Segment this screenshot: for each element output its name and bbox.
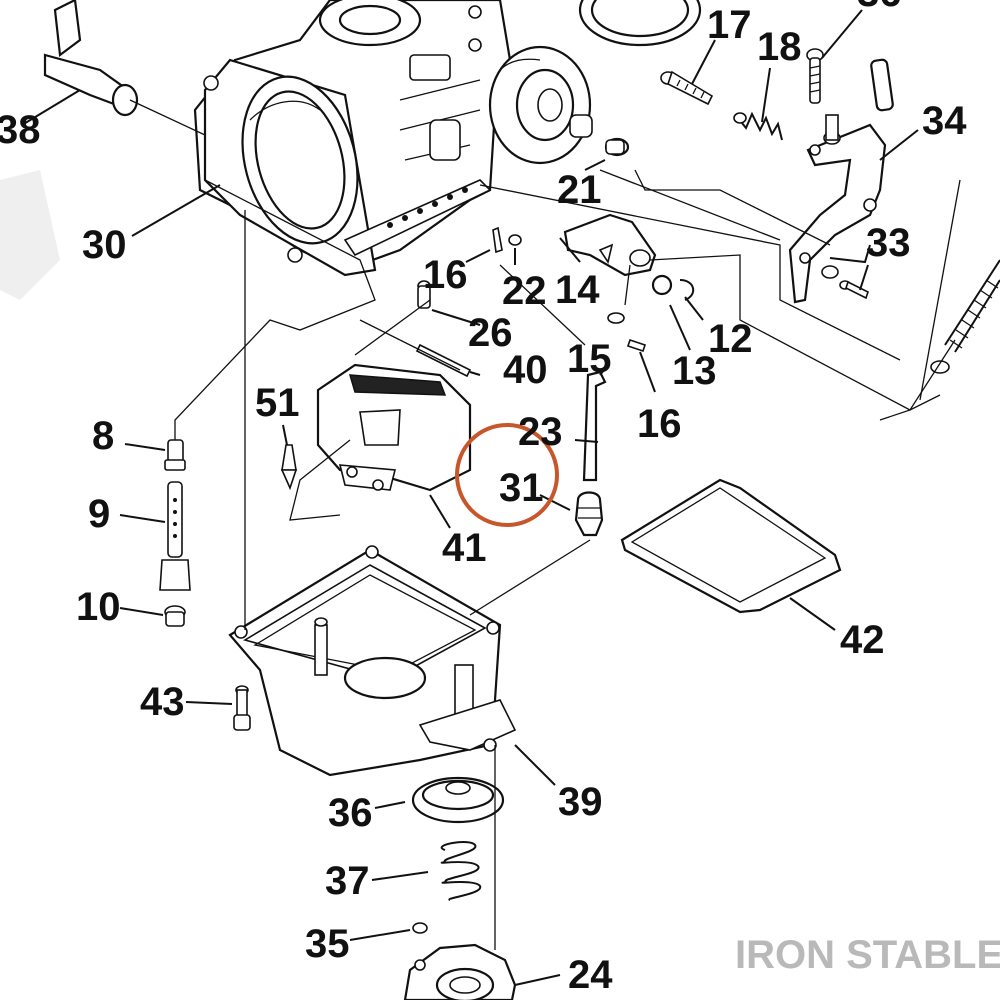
boot-31-drawing — [574, 491, 604, 537]
right-spring-drawing — [930, 259, 1000, 374]
diaphragm-36-drawing — [411, 776, 505, 824]
leader-lines — [21, 9, 919, 986]
label-42: 42 — [840, 618, 885, 662]
label-51: 51 — [255, 381, 300, 425]
washer-22-drawing — [508, 234, 522, 246]
label-36-lower: 36 — [328, 791, 373, 835]
label-23: 23 — [518, 410, 563, 454]
label-8: 8 — [92, 414, 114, 458]
washer-13-drawing — [651, 274, 673, 296]
lever-14-drawing — [563, 213, 657, 277]
part-labels: 38 30 17 18 36 34 21 33 16 22 14 26 12 4… — [0, 0, 967, 997]
label-41: 41 — [442, 526, 487, 570]
background-watermark-shape — [0, 170, 60, 300]
small-washer-drawing — [607, 312, 625, 324]
label-35: 35 — [305, 922, 350, 966]
tube-23-drawing — [582, 370, 607, 482]
label-13: 13 — [672, 349, 717, 393]
screw-43-drawing — [233, 685, 251, 731]
label-38: 38 — [0, 108, 41, 152]
label-31: 31 — [499, 466, 544, 510]
label-16-top: 16 — [423, 253, 468, 297]
watermark-text: IRON STABLE — [735, 933, 1000, 977]
label-36-top: 36 — [857, 0, 902, 15]
label-37: 37 — [325, 859, 370, 903]
washer-35-drawing — [412, 922, 428, 934]
label-17: 17 — [707, 3, 752, 47]
float-bowl-39-drawing — [228, 545, 517, 777]
label-10: 10 — [76, 585, 121, 629]
clip-12-drawing — [679, 279, 695, 301]
label-30: 30 — [82, 223, 127, 267]
label-9: 9 — [88, 492, 110, 536]
needle-51-drawing — [280, 444, 298, 491]
label-43: 43 — [140, 680, 185, 724]
cover-24-drawing — [403, 943, 517, 1000]
label-33: 33 — [866, 221, 911, 265]
label-15: 15 — [567, 337, 612, 381]
highlight-circle — [455, 423, 559, 527]
bushing-drawing — [604, 137, 630, 157]
float-41-drawing — [316, 363, 472, 492]
label-14: 14 — [555, 268, 600, 312]
label-22: 22 — [502, 269, 547, 313]
screw-17-drawing — [660, 70, 714, 106]
washer-screw-33-drawing — [821, 265, 869, 300]
label-12: 12 — [708, 317, 753, 361]
carburetor-body-drawing — [193, 0, 512, 277]
cotter-pin-drawing — [492, 226, 503, 254]
label-16-lower: 16 — [637, 402, 682, 446]
label-21: 21 — [557, 168, 602, 212]
rod-40-drawing — [415, 343, 472, 378]
spring-18-drawing — [733, 111, 783, 141]
jet-26-drawing — [417, 280, 431, 309]
label-24: 24 — [568, 953, 613, 997]
jet-stack-drawing — [159, 439, 191, 627]
pump-cover-drawing — [488, 45, 593, 165]
spring-37-drawing — [440, 841, 482, 901]
label-39: 39 — [558, 780, 603, 824]
pin-16-drawing — [626, 338, 647, 353]
label-26: 26 — [468, 311, 513, 355]
label-40: 40 — [503, 348, 548, 392]
lever-arm-drawing — [43, 0, 139, 117]
assembly-guide-lines — [129, 99, 961, 950]
label-18: 18 — [757, 25, 802, 69]
screw-36-drawing — [806, 48, 824, 104]
bracket-34-drawing — [788, 58, 894, 304]
label-34: 34 — [922, 99, 967, 143]
